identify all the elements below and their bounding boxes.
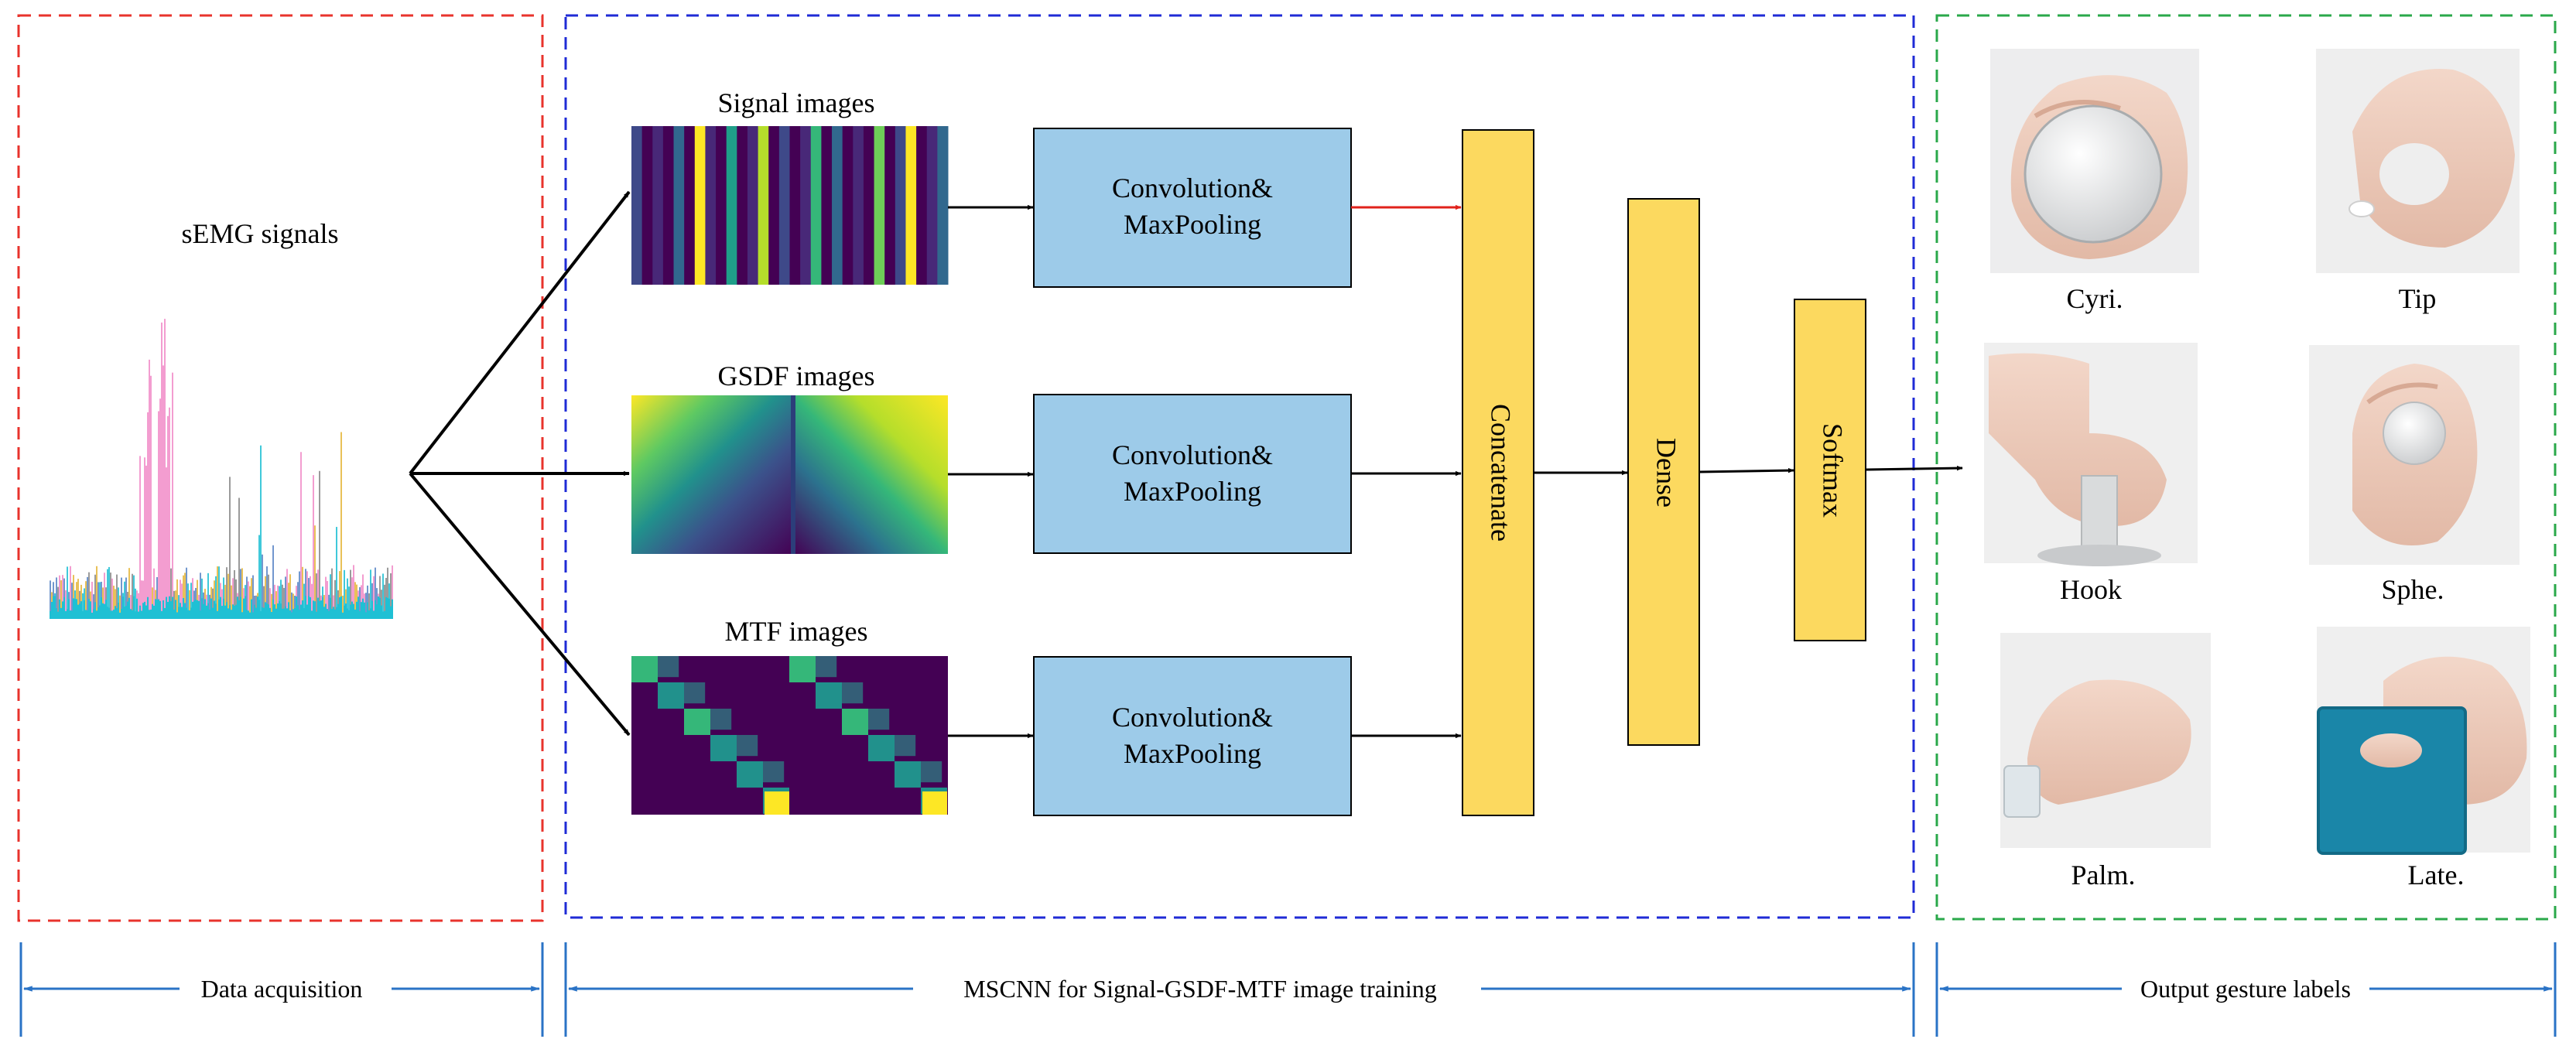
tip-grasp-photo-icon [2316,49,2520,273]
softmax-layer: Softmax [1794,299,1866,641]
concatenate-label: Concatenate [1486,404,1517,542]
lateral-grasp-photo-icon [2317,627,2530,855]
gesture-label-hook: Hook [2060,574,2122,605]
conv-block-1-line2: MaxPooling [1124,209,1261,240]
mtf-images-label: MTF images [725,616,868,647]
arrow-to-mtf [409,472,631,737]
conv-block-3: Convolution& MaxPooling [1033,656,1352,816]
concatenate-layer: Concatenate [1462,129,1534,816]
signal-image-icon [631,126,949,285]
palmar-grasp-photo-icon [2000,633,2211,848]
dense-layer: Dense [1627,198,1700,746]
arrow-dense-to-softmax [1699,467,1794,473]
gesture-label-sphe: Sphe. [2382,574,2444,605]
conv-block-2-line2: MaxPooling [1124,476,1261,507]
conv-block-3-line2: MaxPooling [1124,738,1261,769]
mscnn-bracket: MSCNN for Signal-GSDF-MTF image training [564,942,1915,1037]
output-bracket: Output gesture labels [1935,942,2557,1037]
semg-signals-label: sEMG signals [181,218,338,249]
output-frame [1935,14,2557,921]
arrow-softmax-to-output [1865,465,1963,471]
gsdf-images-label: GSDF images [717,361,874,391]
mtf-image-icon [631,656,948,815]
data-acquisition-bracket: Data acquisition [19,942,544,1037]
gesture-label-tip: Tip [2399,283,2437,314]
semg-signal-icon [50,319,393,619]
conv-block-1: Convolution& MaxPooling [1033,128,1352,288]
conv-block-1-line1: Convolution& [1112,173,1273,203]
spherical-grasp-photo-icon [2309,345,2520,565]
output-label: Output gesture labels [2140,975,2351,1003]
gsdf-image-icon [631,395,948,554]
signal-images-label: Signal images [718,87,875,118]
mscnn-label: MSCNN for Signal-GSDF-MTF image training [963,975,1437,1003]
gesture-label-palm: Palm. [2071,860,2135,890]
conv-block-3-line1: Convolution& [1112,702,1273,733]
conv-block-2: Convolution& MaxPooling [1033,394,1352,554]
data-acquisition-frame [17,14,544,922]
mscnn-frame [564,14,1915,919]
arrow-to-signal [409,190,631,475]
conv-block-2-line1: Convolution& [1112,439,1273,470]
data-acquisition-label: Data acquisition [201,975,363,1003]
dense-label: Dense [1651,438,1682,508]
gesture-label-late: Late. [2408,860,2465,890]
cylindrical-grasp-photo-icon [1990,49,2199,273]
softmax-label: Softmax [1818,423,1849,518]
hook-grasp-photo-icon [1984,343,2198,566]
gesture-label-cyri: Cyri. [2066,283,2123,314]
